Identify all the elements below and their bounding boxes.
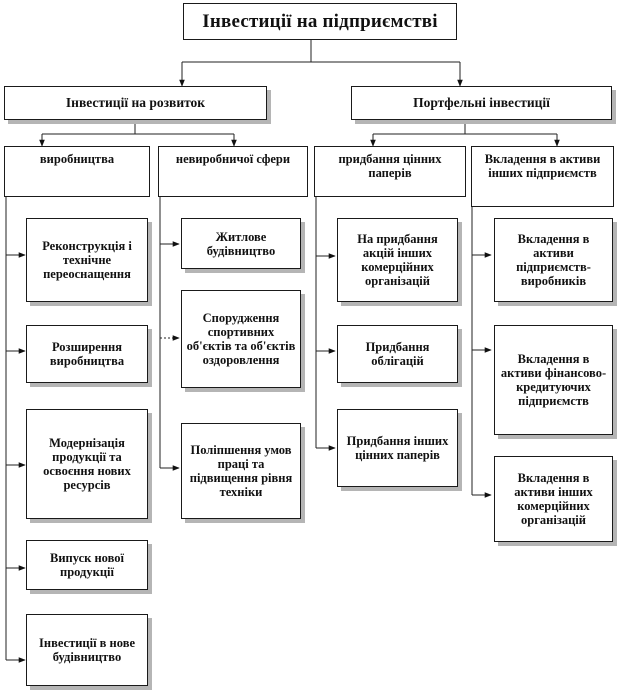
item-new-products: Випуск нової продукції	[26, 540, 148, 590]
item-sports-facilities: Спорудження спортивних об'єктів та об'єк…	[181, 290, 301, 388]
item-bonds-purchase: Придбання облігацій	[337, 325, 458, 383]
item-financial-credit-assets: Вкладення в активи фінансово-кредитуючих…	[494, 325, 613, 435]
item-working-conditions: Поліпшення умов праці та підвищення рівн…	[181, 423, 301, 519]
branch-portfolio-investments: Портфельні інвестиції	[351, 86, 612, 120]
group-non-production: невиробничої сфери	[158, 146, 308, 197]
item-modernization: Модернізація продукції та освоєння нових…	[26, 409, 148, 519]
group-other-enterprises: Вкладення в активи інших підприємств	[471, 146, 614, 207]
item-other-commercial-assets: Вкладення в активи інших комерційних орг…	[494, 456, 613, 542]
root-node: Інвестиції на підприємстві	[183, 3, 457, 40]
item-new-construction: Інвестиції в нове будівництво	[26, 614, 148, 686]
item-production-expansion: Розширення виробництва	[26, 325, 148, 383]
item-other-securities: Придбання інших цінних паперів	[337, 409, 458, 487]
item-reconstruction: Реконструкція і технічне переоснащення	[26, 218, 148, 302]
item-housing-construction: Житлове будівництво	[181, 218, 301, 269]
group-production: виробництва	[4, 146, 150, 197]
item-producer-assets: Вкладення в активи підприємств-виробникі…	[494, 218, 613, 302]
item-shares-purchase: На придбання акцій інших комерційних орг…	[337, 218, 458, 302]
branch-development-investments: Інвестиції на розвиток	[4, 86, 267, 120]
group-securities: придбання цінних паперів	[314, 146, 466, 197]
